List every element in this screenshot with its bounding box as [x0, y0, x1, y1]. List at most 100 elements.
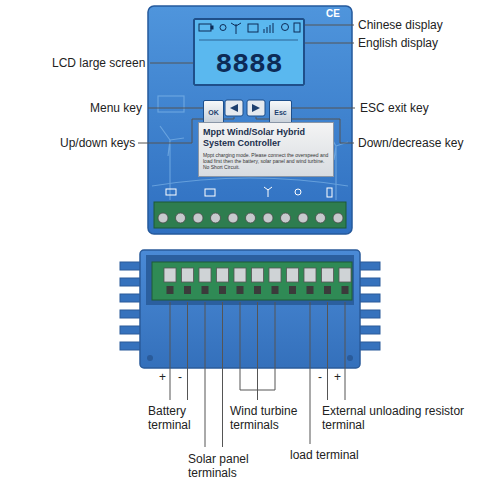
turbine-icon	[231, 23, 241, 34]
callout-label: Battery terminal	[148, 404, 202, 432]
socket-openings	[167, 286, 349, 294]
leader-line	[328, 302, 346, 400]
fin	[358, 310, 380, 318]
socket-opening	[202, 286, 209, 294]
leader-line	[310, 302, 311, 444]
screw	[316, 213, 326, 223]
leader-line	[205, 302, 223, 447]
product-title: Mppt Wind/Solar Hybrid System Controller	[203, 127, 329, 149]
key-label: Esc	[274, 106, 286, 120]
battery-icon	[166, 189, 176, 195]
callout-label: Chinese display	[358, 18, 443, 32]
fin	[120, 278, 142, 286]
controller-housing	[148, 6, 352, 234]
callout-label: load terminal	[290, 448, 359, 462]
socket	[269, 268, 281, 282]
socket	[339, 268, 351, 282]
terminal-icons	[166, 187, 332, 197]
socket	[182, 268, 194, 282]
left-arrow-symbol	[230, 104, 238, 112]
screw	[281, 213, 291, 223]
left-arrow-key	[225, 100, 243, 116]
terminal-block	[152, 262, 352, 300]
screw	[246, 213, 256, 223]
screw	[176, 213, 186, 223]
terminal-screws	[158, 213, 343, 223]
esc-key: Esc	[269, 100, 292, 124]
callout-label: Wind turbine terminals	[230, 404, 306, 432]
lcd-screen: 8888	[193, 18, 305, 86]
terminal-sockets	[164, 268, 351, 282]
lcd-icons	[199, 23, 300, 40]
socket	[199, 268, 211, 282]
lcd-screen-glass	[193, 18, 305, 86]
bulb-icon	[282, 24, 289, 31]
sun-icon	[220, 25, 226, 31]
socket-opening	[237, 286, 244, 294]
leader-line	[170, 302, 188, 400]
screw	[263, 213, 273, 223]
polarity-sign: -	[318, 370, 322, 384]
callout-label: Menu key	[90, 101, 142, 115]
leader-line	[291, 108, 355, 109]
right-arrow-key	[247, 100, 265, 116]
callout-label: LCD large screen	[52, 56, 145, 70]
housing-decoration	[152, 96, 348, 200]
turbine-outline	[160, 126, 184, 200]
socket	[304, 268, 316, 282]
fin	[358, 294, 380, 302]
screw	[228, 213, 238, 223]
socket-opening	[272, 286, 279, 294]
hill-outline	[152, 178, 348, 186]
lcd-digits: 8888	[215, 51, 282, 79]
terminal-strip	[154, 202, 346, 228]
callout-label: ESC exit key	[360, 101, 429, 115]
leader-lines	[138, 25, 355, 447]
screw	[333, 213, 343, 223]
socket-opening	[342, 286, 349, 294]
fin	[120, 342, 142, 350]
socket-opening	[184, 286, 191, 294]
right-arrow-symbol	[252, 104, 260, 112]
level-bars-icon	[264, 23, 273, 33]
socket-opening	[167, 286, 174, 294]
certification-mark: CE	[326, 8, 340, 19]
leader-line	[148, 108, 203, 109]
socket	[234, 268, 246, 282]
battery-icon	[199, 24, 211, 31]
terminal-recess	[146, 255, 354, 305]
leader-bracket	[240, 302, 275, 400]
socket-opening	[289, 286, 296, 294]
product-label-panel: Mppt Wind/Solar Hybrid System Controller…	[198, 122, 334, 177]
mounting-hole	[347, 355, 353, 361]
mounting-holes	[147, 355, 353, 361]
socket	[164, 268, 176, 282]
screw	[158, 213, 168, 223]
callout-label: External unloading resistor terminal	[322, 404, 472, 432]
leader-line	[305, 25, 354, 26]
key-label: OK	[208, 106, 219, 120]
panel-icon	[248, 24, 258, 32]
fin	[358, 326, 380, 334]
menu-key: OK	[203, 100, 224, 124]
resistor-icon	[294, 23, 300, 32]
polarity-sign: -	[178, 370, 182, 384]
socket-opening	[219, 286, 226, 294]
socket	[252, 268, 264, 282]
polarity-sign: +	[334, 370, 341, 384]
mounting-hole	[147, 355, 153, 361]
screw	[211, 213, 221, 223]
fin	[358, 342, 380, 350]
fin	[120, 294, 142, 302]
polarity-sign: +	[159, 370, 166, 384]
socket-opening	[254, 286, 261, 294]
callout-label: Solar panel terminals	[188, 452, 278, 480]
fin	[120, 326, 142, 334]
fin	[120, 262, 142, 270]
fin	[120, 310, 142, 318]
bulb-icon	[295, 189, 301, 195]
instruction-text: Mppt charging mode. Please connect the o…	[203, 152, 329, 170]
socket-opening	[324, 286, 331, 294]
leader-line	[305, 43, 354, 44]
